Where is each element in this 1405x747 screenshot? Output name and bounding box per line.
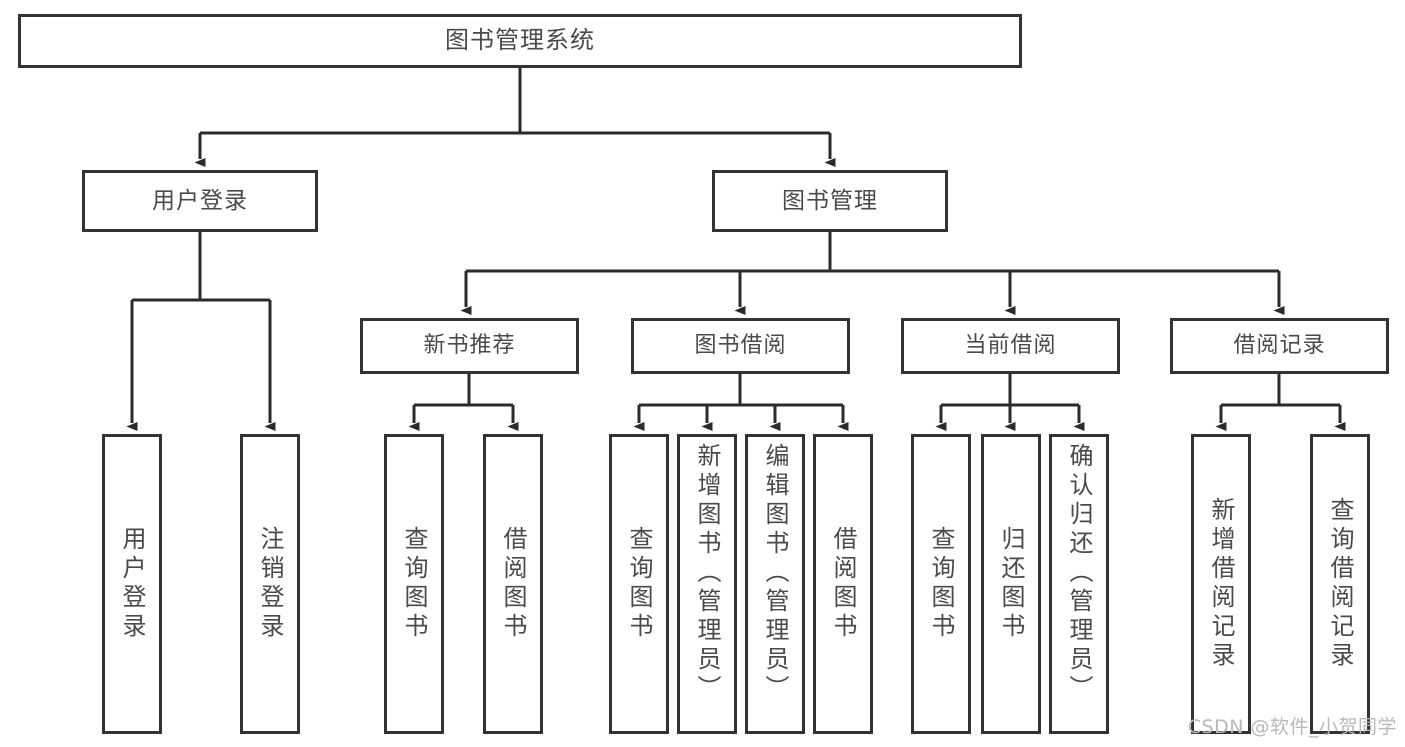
- node-label: 查询图书: [625, 526, 653, 642]
- node-label: 借阅记录: [1233, 333, 1326, 359]
- node-label: 编辑图书（管理员）: [761, 443, 789, 704]
- node-label: 查询图书: [927, 526, 955, 642]
- leaf-borrow-record-add-record[interactable]: 新增借阅记录: [1191, 434, 1251, 734]
- node-label: 查询借阅记录: [1326, 497, 1354, 671]
- leaf-new-book-borrow-book[interactable]: 借阅图书: [483, 434, 543, 734]
- leaf-new-book-query-book[interactable]: 查询图书: [384, 434, 444, 734]
- node-label: 新书推荐: [423, 333, 516, 359]
- leaf-book-borrow-edit-book-admin[interactable]: 编辑图书（管理员）: [745, 434, 805, 734]
- node-label: 用户登录: [118, 526, 146, 642]
- node-label: 用户登录: [152, 187, 248, 214]
- node-label: 查询图书: [400, 526, 428, 642]
- leaf-book-borrow-query-book[interactable]: 查询图书: [609, 434, 669, 734]
- leaf-current-borrow-query-book[interactable]: 查询图书: [911, 434, 971, 734]
- node-root-book-management-system[interactable]: 图书管理系统: [18, 14, 1022, 68]
- node-label: 当前借阅: [964, 333, 1057, 359]
- node-label: 借阅图书: [499, 526, 527, 642]
- leaf-current-borrow-confirm-return-admin[interactable]: 确认归还（管理员）: [1049, 434, 1109, 734]
- leaf-book-borrow-add-book-admin[interactable]: 新增图书（管理员）: [677, 434, 737, 734]
- node-borrow-record[interactable]: 借阅记录: [1170, 318, 1389, 374]
- node-label: 归还图书: [997, 526, 1025, 642]
- node-label: 借阅图书: [829, 526, 857, 642]
- node-label: 注销登录: [256, 526, 284, 642]
- node-label: 新增图书（管理员）: [693, 443, 721, 704]
- leaf-user-login-login[interactable]: 用户登录: [102, 434, 162, 734]
- leaf-book-borrow-borrow-book[interactable]: 借阅图书: [813, 434, 873, 734]
- node-label: 新增借阅记录: [1207, 497, 1235, 671]
- node-new-book-recommend[interactable]: 新书推荐: [360, 318, 579, 374]
- node-label: 确认归还（管理员）: [1065, 443, 1093, 704]
- leaf-borrow-record-query-record[interactable]: 查询借阅记录: [1310, 434, 1370, 734]
- watermark-text: CSDN @软件_小贺同学: [1187, 716, 1397, 738]
- node-book-borrow[interactable]: 图书借阅: [631, 318, 850, 374]
- leaf-user-login-logout[interactable]: 注销登录: [240, 434, 300, 734]
- node-label: 图书管理系统: [445, 26, 595, 55]
- leaf-current-borrow-return-book[interactable]: 归还图书: [981, 434, 1041, 734]
- node-label: 图书借阅: [694, 333, 787, 359]
- node-label: 图书管理: [782, 187, 878, 214]
- node-current-borrow[interactable]: 当前借阅: [901, 318, 1120, 374]
- node-book-management[interactable]: 图书管理: [712, 170, 948, 232]
- node-user-login[interactable]: 用户登录: [82, 170, 318, 232]
